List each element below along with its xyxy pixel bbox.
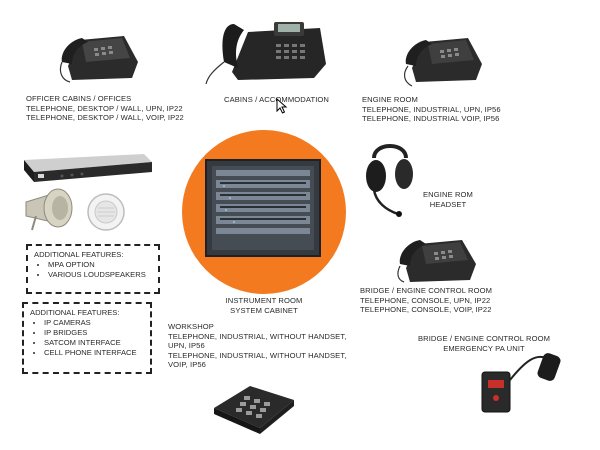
engine-room-caption: ENGINE ROOM TELEPHONE, INDUSTRIAL, UpN, … (362, 95, 501, 123)
bridge-console-caption: BRIDGE / ENGINE CONTROL ROOM TELEPHONE, … (360, 286, 493, 314)
console-phone-icon (397, 240, 476, 283)
feature-item: IP CAMERAS (44, 318, 144, 328)
pa-amplifier-rack-icon (24, 154, 152, 182)
officer-cabins-caption: OFFICER CABINS / OFFICES TELEPHONE, DESK… (26, 94, 184, 122)
additional-features-ip-title: ADDITIONAL FEATURES: (30, 308, 120, 317)
horn-loudspeaker-icon (25, 188, 73, 231)
additional-features-ip-box: ADDITIONAL FEATURES: IP CAMERAS IP BRIDG… (22, 302, 152, 374)
mouse-cursor-icon (276, 97, 288, 114)
instrument-room-caption: INSTRUMENT ROOM SYSTEM CABINET (225, 296, 303, 315)
bridge-pa-caption: BRIDGE / ENGINE CONTROL ROOM EMERGENCY P… (417, 334, 551, 353)
feature-item: SATCOM INTERFACE (44, 338, 144, 348)
industrial-keypad-phone-icon (214, 386, 294, 434)
headset-icon (366, 144, 413, 217)
feature-item: MPA OPTION (48, 260, 152, 270)
office-phone-icon (205, 22, 326, 85)
workshop-caption: WORKSHOP TELEPHONE, INDUSTRIAL, WITHOUT … (168, 322, 347, 369)
feature-item: VARIOUS LOUDSPEAKERS (48, 270, 152, 280)
feature-item: CELL PHONE INTERFACE (44, 348, 144, 358)
ceiling-speaker-icon (87, 193, 125, 231)
cabins-accommodation-caption: CABINS / ACCOMMODATION (224, 95, 330, 104)
industrial-phone-icon (403, 38, 482, 87)
additional-features-pa-title: ADDITIONAL FEATURES: (34, 250, 124, 259)
emergency-pa-unit-icon (481, 353, 561, 413)
additional-features-pa-box: ADDITIONAL FEATURES: MPA OPTION VARIOUS … (26, 244, 160, 294)
feature-item: IP BRIDGES (44, 328, 144, 338)
system-cabinet-icon (205, 159, 321, 257)
engine-rom-headset-caption: ENGINE ROM HEADSET (423, 190, 473, 209)
desk-phone-icon (59, 36, 138, 83)
